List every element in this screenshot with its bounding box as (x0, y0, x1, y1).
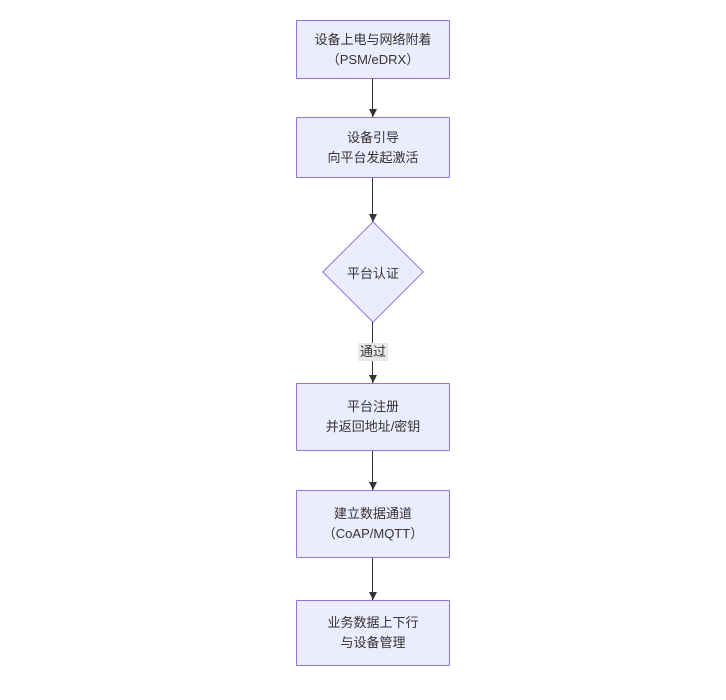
decision-node-platform-auth: 平台认证 (322, 221, 424, 323)
edge-label-pass: 通过 (357, 343, 389, 361)
node-text-line: 业务数据上下行 (327, 615, 419, 630)
node-text-line: 平台注册 (346, 399, 399, 414)
node-text-line: 设备引导 (346, 129, 399, 145)
node-text-line: 建立数据通道 (333, 506, 412, 521)
arrowhead-down-icon (368, 375, 377, 383)
node-text-line: （CoAP/MQTT） (322, 526, 424, 541)
node-text-line: 向平台发起激活 (327, 149, 419, 165)
node-text-line: 设备上电与网络附着 (314, 31, 432, 47)
node-text-line: 平台认证 (346, 265, 399, 281)
node-text-line: （PSM/eDRX） (326, 51, 420, 67)
arrow-connector (368, 558, 377, 600)
arrow-connector (368, 451, 377, 490)
node-text-line: 与设备管理 (340, 635, 406, 650)
flow-node-power-network-attach: 设备上电与网络附着 （PSM/eDRX） (296, 20, 450, 79)
flow-node-data-channel: 建立数据通道 （CoAP/MQTT） (296, 490, 450, 558)
arrowhead-down-icon (368, 109, 377, 117)
arrowhead-down-icon (368, 482, 377, 490)
flow-node-bootstrap-activate: 设备引导 向平台发起激活 (296, 117, 450, 178)
flow-node-platform-register: 平台注册 并返回地址/密钥 (296, 383, 450, 451)
arrow-connector (368, 79, 377, 117)
arrowhead-down-icon (368, 592, 377, 600)
flow-node-business-data-mgmt: 业务数据上下行 与设备管理 (296, 600, 450, 666)
node-text-line: 并返回地址/密钥 (325, 419, 421, 434)
arrow-connector (368, 178, 377, 222)
arrowhead-down-icon (368, 214, 377, 222)
